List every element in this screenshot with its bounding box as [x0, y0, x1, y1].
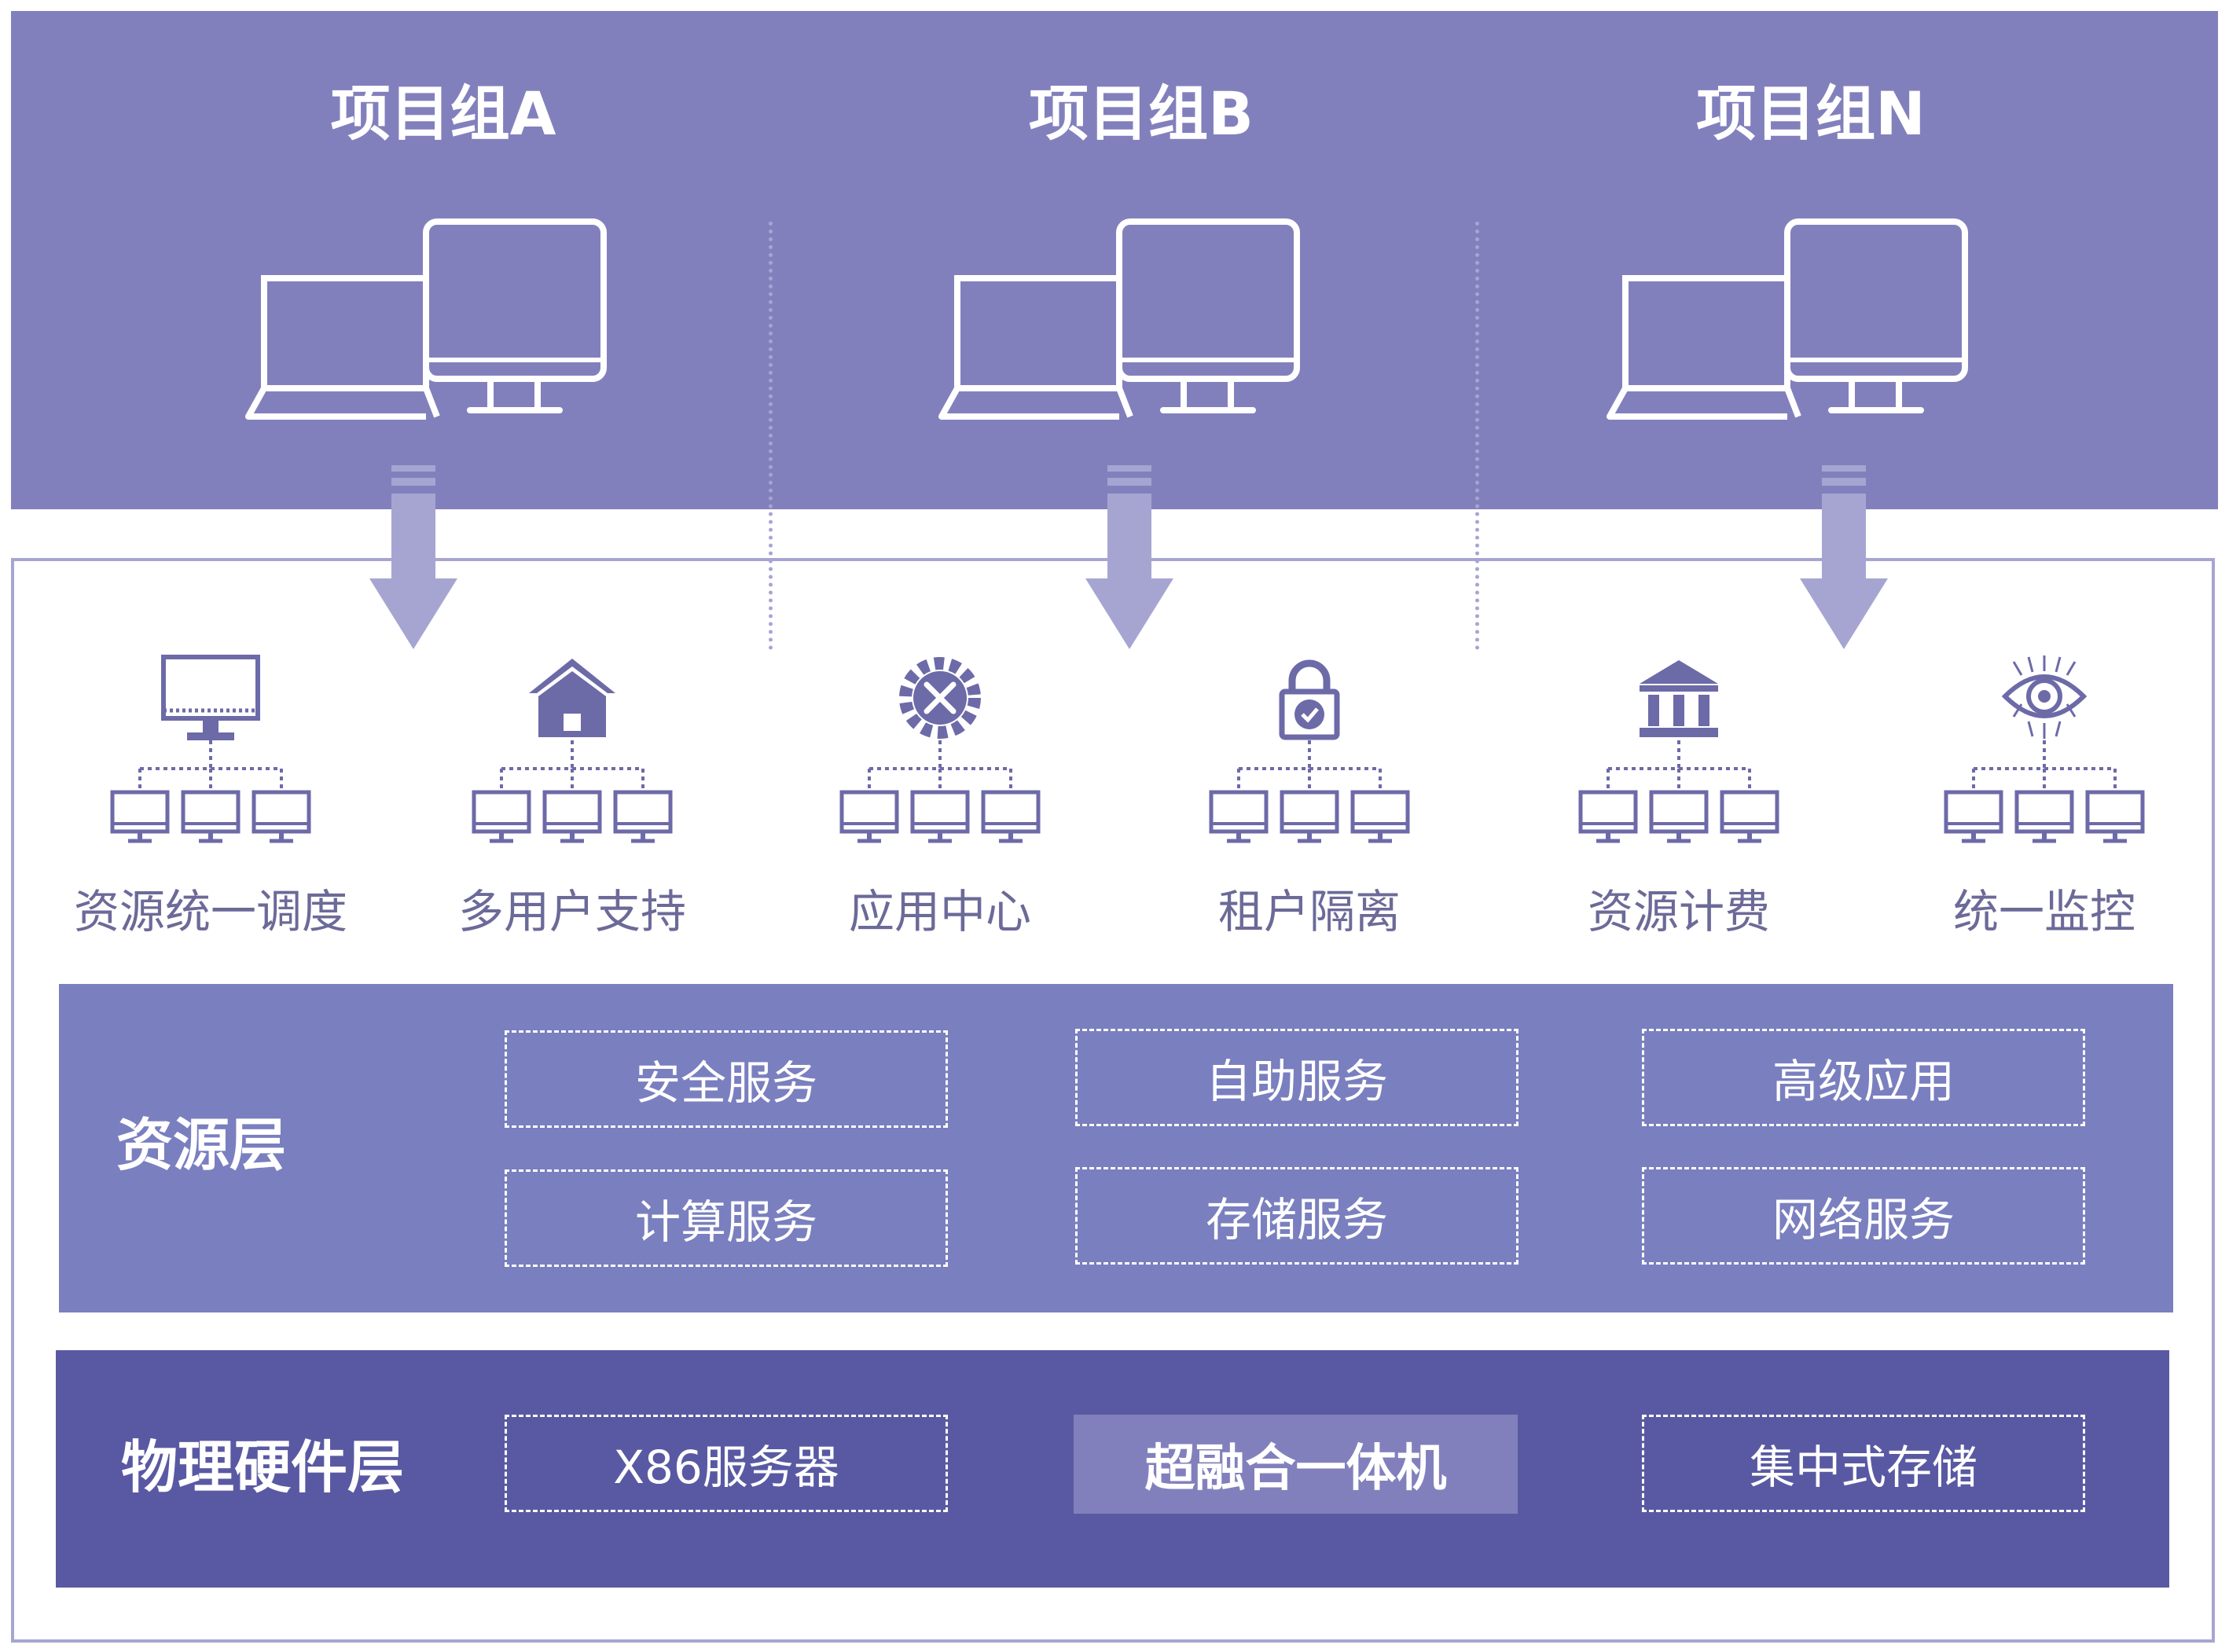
feature-label: 多用户支持 [457, 885, 686, 938]
down-arrow-icon [366, 464, 461, 652]
bank-network-icon [1573, 660, 1785, 865]
feature-label: 应用中心 [848, 885, 1031, 938]
down-arrow-icon [1082, 464, 1177, 652]
group-divider [1475, 222, 1479, 650]
service-box: 自助服务 [1075, 1029, 1518, 1126]
service-box: 网络服务 [1642, 1167, 2085, 1265]
project-groups-band [11, 11, 2218, 509]
hardware-item-box: X86服务器 [505, 1415, 948, 1512]
project-group-b-title: 项目组B [1029, 79, 1254, 149]
feature-label: 统一监控 [1952, 885, 2135, 938]
service-box: 安全服务 [505, 1030, 948, 1128]
service-box: 计算服务 [505, 1169, 948, 1267]
gear-tools-network-icon [834, 657, 1046, 865]
house-network-icon [466, 659, 678, 865]
resource-layer-title: 资源层 [116, 1112, 287, 1178]
resource-layer-panel [59, 984, 2173, 1312]
laptop-and-monitor-icon [245, 218, 607, 439]
eye-network-icon [1938, 655, 2150, 865]
laptop-and-monitor-icon [938, 218, 1300, 439]
down-arrow-icon [1797, 464, 1891, 652]
group-divider [769, 222, 773, 650]
feature-label: 租户隔离 [1217, 885, 1401, 938]
project-group-n-title: 项目组N [1696, 79, 1926, 149]
hardware-item-box: 集中式存储 [1642, 1415, 2085, 1512]
laptop-and-monitor-icon [1607, 218, 1968, 439]
hardware-layer-title: 物理硬件层 [121, 1434, 405, 1500]
padlock-network-icon [1203, 659, 1416, 865]
feature-label: 资源统一调度 [73, 885, 347, 938]
service-box: 高级应用 [1642, 1029, 2085, 1126]
feature-label: 资源计费 [1587, 885, 1770, 938]
project-group-a-title: 项目组A [330, 79, 556, 149]
service-box: 存储服务 [1075, 1167, 1518, 1265]
hardware-item-highlight: 超融合一体机 [1074, 1415, 1518, 1514]
monitor-network-icon [105, 655, 317, 865]
